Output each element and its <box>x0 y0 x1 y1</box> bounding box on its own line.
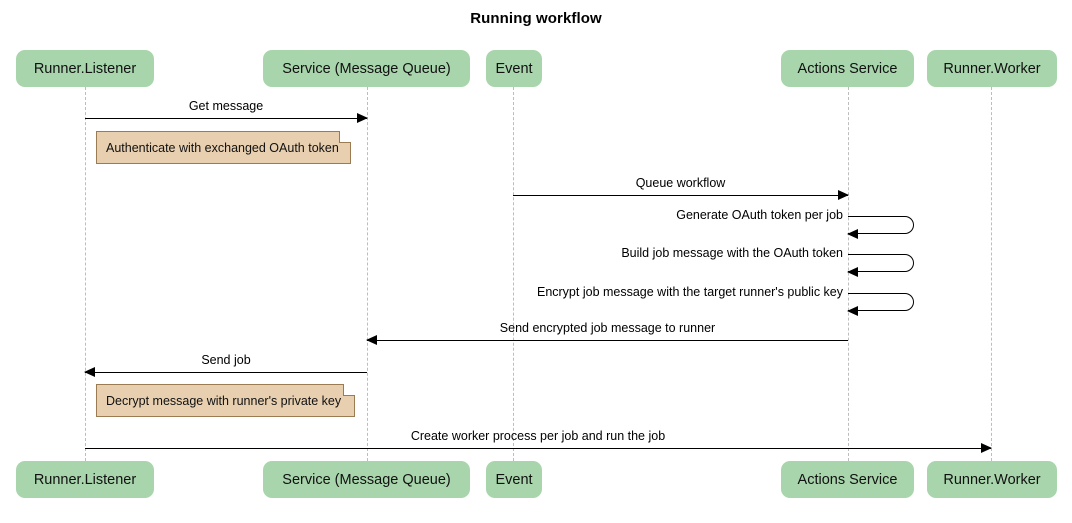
note-label: Decrypt message with runner's private ke… <box>106 393 342 408</box>
arrowhead-icon <box>366 334 377 345</box>
participant-label: Runner.Listener <box>33 60 137 77</box>
participant-event-bottom[interactable]: Event <box>486 461 542 498</box>
participant-label: Actions Service <box>797 60 898 77</box>
note-decrypt-note: Decrypt message with runner's private ke… <box>96 384 355 417</box>
participant-label: Event <box>495 471 533 488</box>
self-message-build-job-message: Build job message with the OAuth token <box>621 246 914 277</box>
participant-label: Event <box>495 60 533 77</box>
participant-actions-service-bottom[interactable]: Actions Service <box>781 461 914 498</box>
self-message-label: Generate OAuth token per job <box>676 208 843 222</box>
participant-service-message-queue-top[interactable]: Service (Message Queue) <box>263 50 470 87</box>
self-message-loop <box>848 293 914 311</box>
lifeline-service-message-queue <box>366 87 368 461</box>
message-line <box>85 448 991 449</box>
participant-event-top[interactable]: Event <box>486 50 542 87</box>
arrowhead-icon <box>838 189 849 200</box>
lifeline-runner-listener <box>84 87 86 461</box>
lifeline-runner-worker <box>990 87 992 461</box>
message-line <box>513 195 848 196</box>
message-label: Create worker process per job and run th… <box>410 429 666 443</box>
note-label: Authenticate with exchanged OAuth token <box>106 140 339 155</box>
arrowhead-icon <box>847 305 858 316</box>
participant-service-message-queue-bottom[interactable]: Service (Message Queue) <box>263 461 470 498</box>
message-line <box>85 118 367 119</box>
message-line <box>367 340 848 341</box>
arrowhead-icon <box>847 266 858 277</box>
self-message-generate-oauth-token: Generate OAuth token per job <box>676 208 914 239</box>
self-message-label: Build job message with the OAuth token <box>621 246 843 260</box>
note-fold-corner-icon <box>343 384 355 396</box>
participant-label: Service (Message Queue) <box>282 60 451 77</box>
arrowhead-icon <box>847 228 858 239</box>
participant-actions-service-top[interactable]: Actions Service <box>781 50 914 87</box>
message-label: Get message <box>188 99 264 113</box>
participant-label: Runner.Listener <box>33 471 137 488</box>
participant-runner-listener-bottom[interactable]: Runner.Listener <box>16 461 154 498</box>
arrowhead-icon <box>84 366 95 377</box>
participant-label: Runner.Worker <box>943 60 1041 77</box>
page-title: Running workflow <box>470 10 602 27</box>
self-message-encrypt-job-message: Encrypt job message with the target runn… <box>537 285 914 316</box>
note-authenticate-note: Authenticate with exchanged OAuth token <box>96 131 351 164</box>
message-line <box>85 372 367 373</box>
self-message-label: Encrypt job message with the target runn… <box>536 285 843 299</box>
participant-label: Actions Service <box>797 471 898 488</box>
arrowhead-icon <box>981 442 992 453</box>
message-label: Send encrypted job message to runner <box>499 321 716 335</box>
arrowhead-icon <box>357 112 368 123</box>
participant-runner-listener-top[interactable]: Runner.Listener <box>16 50 154 87</box>
self-message-loop <box>848 216 914 234</box>
participant-label: Service (Message Queue) <box>282 471 451 488</box>
lifeline-event <box>512 87 514 461</box>
participant-runner-worker-bottom[interactable]: Runner.Worker <box>927 461 1057 498</box>
message-label: Queue workflow <box>635 176 726 190</box>
participant-runner-worker-top[interactable]: Runner.Worker <box>927 50 1057 87</box>
participant-label: Runner.Worker <box>943 471 1041 488</box>
self-message-loop <box>848 254 914 272</box>
note-fold-corner-icon <box>339 131 351 143</box>
message-label: Send job <box>201 353 251 367</box>
